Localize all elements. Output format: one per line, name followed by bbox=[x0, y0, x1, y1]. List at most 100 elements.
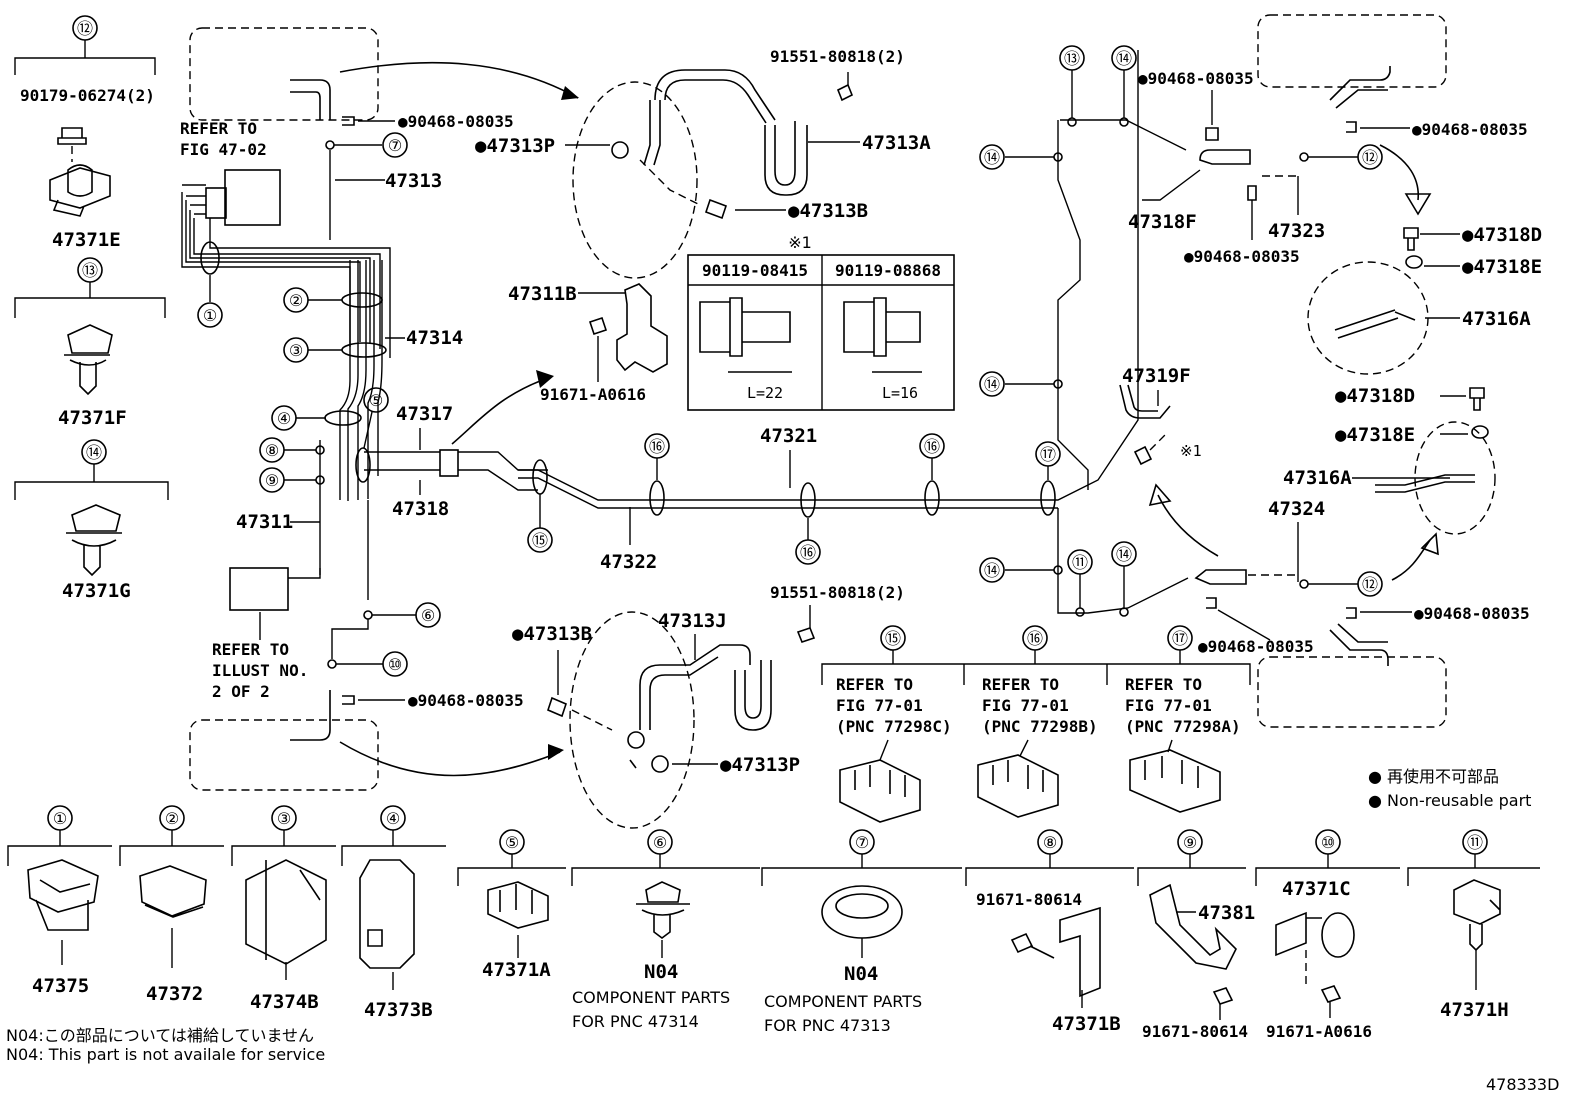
bolt-l16-icon bbox=[843, 297, 921, 357]
pipe-end-47318F bbox=[1199, 149, 1251, 165]
bolt-table-col1: 90119-08415 bbox=[702, 261, 808, 280]
callout-8-main: ⑧ bbox=[265, 441, 279, 460]
callout-14-r2: ⑭ bbox=[1116, 49, 1132, 68]
bottom-part-6: ⑥ N04 COMPONENT PARTS FOR PNC 47314 bbox=[571, 829, 760, 1031]
callout-7-top: ⑦ bbox=[388, 136, 402, 155]
refer-box-17-l3: (PNC 77298A) bbox=[1125, 717, 1241, 736]
callout-5-main: ⑤ bbox=[369, 391, 383, 410]
refer-box-16-l1: REFER TO bbox=[982, 675, 1059, 694]
clip-47371G-icon bbox=[66, 504, 122, 577]
clip-group-13: ⑬ 47371F bbox=[14, 257, 166, 429]
abs-actuator-connector bbox=[224, 169, 281, 226]
clip-group-14: ⑭ 47371G bbox=[14, 439, 169, 602]
callout-16-c: ⑯ bbox=[924, 437, 940, 456]
part-90468-08035-tr3: ●90468-08035 bbox=[1412, 120, 1528, 139]
refer-illust-line1: REFER TO bbox=[212, 640, 289, 659]
bottom-part-10-num: ⑩ bbox=[1321, 833, 1335, 852]
bottom-part-7-num: ⑦ bbox=[855, 833, 869, 852]
refer-box-16-l3: (PNC 77298B) bbox=[982, 717, 1098, 736]
bottom-part-1-num: ① bbox=[53, 809, 67, 828]
callout-12-br: ⑫ bbox=[1362, 575, 1378, 594]
part-47313P-top: ●47313P bbox=[475, 135, 555, 157]
part-47324: 47324 bbox=[1268, 498, 1325, 520]
callout-17-main: ⑰ bbox=[1040, 445, 1056, 464]
part-47318: 47318 bbox=[392, 498, 449, 520]
arrow-to-47319F bbox=[1148, 483, 1172, 507]
part-47319F: 47319F bbox=[1122, 365, 1191, 387]
refer-illust-line3: 2 OF 2 bbox=[212, 682, 270, 701]
part-90468-08035-bottomleft: ●90468-08035 bbox=[408, 691, 524, 710]
detail-oval-right bbox=[1414, 421, 1496, 535]
part-47317: 47317 bbox=[396, 403, 453, 425]
refer-box-16-num: ⑯ bbox=[1027, 629, 1043, 648]
part-47311: 47311 bbox=[236, 511, 293, 533]
bolt-91671-80614-icon-a bbox=[1010, 932, 1055, 959]
part-47318D-a: ●47318D bbox=[1462, 224, 1542, 246]
clamp-77298B-icon bbox=[977, 754, 1059, 818]
footnote-jp: N04:この部品については補給していません bbox=[6, 1026, 314, 1045]
clip-47371H-icon bbox=[1453, 879, 1501, 952]
bolt-l22-icon bbox=[699, 297, 791, 357]
callout-16-a: ⑯ bbox=[649, 437, 665, 456]
bottom-part-2-num: ② bbox=[165, 809, 179, 828]
part-91671-A0616-mid: 91671-A0616 bbox=[540, 385, 646, 404]
bottom-part-6-note2: FOR PNC 47314 bbox=[572, 1012, 699, 1031]
refer-fig-4702-line2: FIG 47-02 bbox=[180, 140, 267, 159]
hose-47316A-b bbox=[1375, 474, 1475, 493]
part-47313A: 47313A bbox=[862, 132, 931, 154]
refer-box-15-l1: REFER TO bbox=[836, 675, 913, 694]
bottom-part-6-label: N04 bbox=[644, 961, 678, 983]
union-connector bbox=[439, 449, 459, 477]
bottom-part-8-num: ⑧ bbox=[1043, 833, 1057, 852]
bottom-part-1-label: 47375 bbox=[32, 975, 89, 997]
part-47311B: 47311B bbox=[508, 283, 577, 305]
bottom-part-5-num: ⑤ bbox=[505, 833, 519, 852]
callout-9-main: ⑨ bbox=[265, 471, 279, 490]
bottom-part-9: ⑨ 47381 91671-80614 bbox=[1137, 829, 1255, 1041]
clamp-77298C-icon bbox=[839, 759, 921, 823]
part-47318E-a: ●47318E bbox=[1462, 256, 1542, 278]
detail-box-bottom-right bbox=[1257, 656, 1447, 728]
callout-14-r1: ⑭ bbox=[984, 148, 1000, 167]
bracket-47371C-icon bbox=[1275, 911, 1322, 957]
callout-2-main: ② bbox=[289, 291, 303, 310]
part-47318F: 47318F bbox=[1128, 211, 1197, 233]
callout-14-r5: ⑭ bbox=[1116, 545, 1132, 564]
callout-14-r4: ⑭ bbox=[984, 561, 1000, 580]
nut-icon bbox=[57, 127, 87, 145]
callout-3-main: ③ bbox=[289, 341, 303, 360]
bottom-part-6-num: ⑥ bbox=[653, 833, 667, 852]
callout-14-r3: ⑭ bbox=[984, 375, 1000, 394]
bottom-part-4-label: 47373B bbox=[364, 999, 433, 1021]
bottom-part-3-label: 47374B bbox=[250, 991, 319, 1013]
part-47371F: 47371F bbox=[58, 407, 127, 429]
clip-group-12: ⑫ 90179-06274(2) 47371E bbox=[14, 15, 156, 251]
bottom-part-4: ④ 47373B bbox=[341, 805, 446, 1021]
detail-oval-bottom bbox=[569, 611, 695, 829]
callout-1-main: ① bbox=[203, 306, 217, 325]
detail-box-top-right bbox=[1257, 14, 1447, 88]
bottom-part-9-label: 47381 bbox=[1198, 902, 1255, 924]
bottom-part-8-extra: 91671-80614 bbox=[976, 890, 1082, 909]
bottom-part-7-note2: FOR PNC 47313 bbox=[764, 1016, 891, 1035]
clamp-47375-icon bbox=[27, 859, 99, 931]
bottom-part-11-num: ⑪ bbox=[1467, 833, 1483, 852]
bolt-91671-A0616-icon bbox=[1320, 985, 1342, 1003]
arrow-bottom-left bbox=[339, 741, 561, 777]
part-47314: 47314 bbox=[406, 327, 463, 349]
brake-line-main bbox=[518, 50, 1139, 509]
bolt-table-len1: L=22 bbox=[747, 384, 783, 402]
brake-hose-47313A bbox=[764, 121, 808, 196]
refer-box-17-num: ⑰ bbox=[1172, 629, 1188, 648]
refer-box-16-l2: FIG 77-01 bbox=[982, 696, 1069, 715]
part-90468-08035-topleft: ●90468-08035 bbox=[398, 112, 514, 131]
bottom-part-11-label: 47371H bbox=[1440, 999, 1509, 1021]
part-47323: 47323 bbox=[1268, 220, 1325, 242]
part-90179-06274: 90179-06274(2) bbox=[20, 86, 155, 105]
part-47313: 47313 bbox=[385, 170, 442, 192]
bottom-part-10-label: 47371C bbox=[1282, 878, 1351, 900]
detail-oval-top bbox=[572, 81, 698, 279]
callout-4-main: ④ bbox=[277, 409, 291, 428]
bottom-part-11: ⑪ 47371H bbox=[1407, 829, 1540, 1021]
